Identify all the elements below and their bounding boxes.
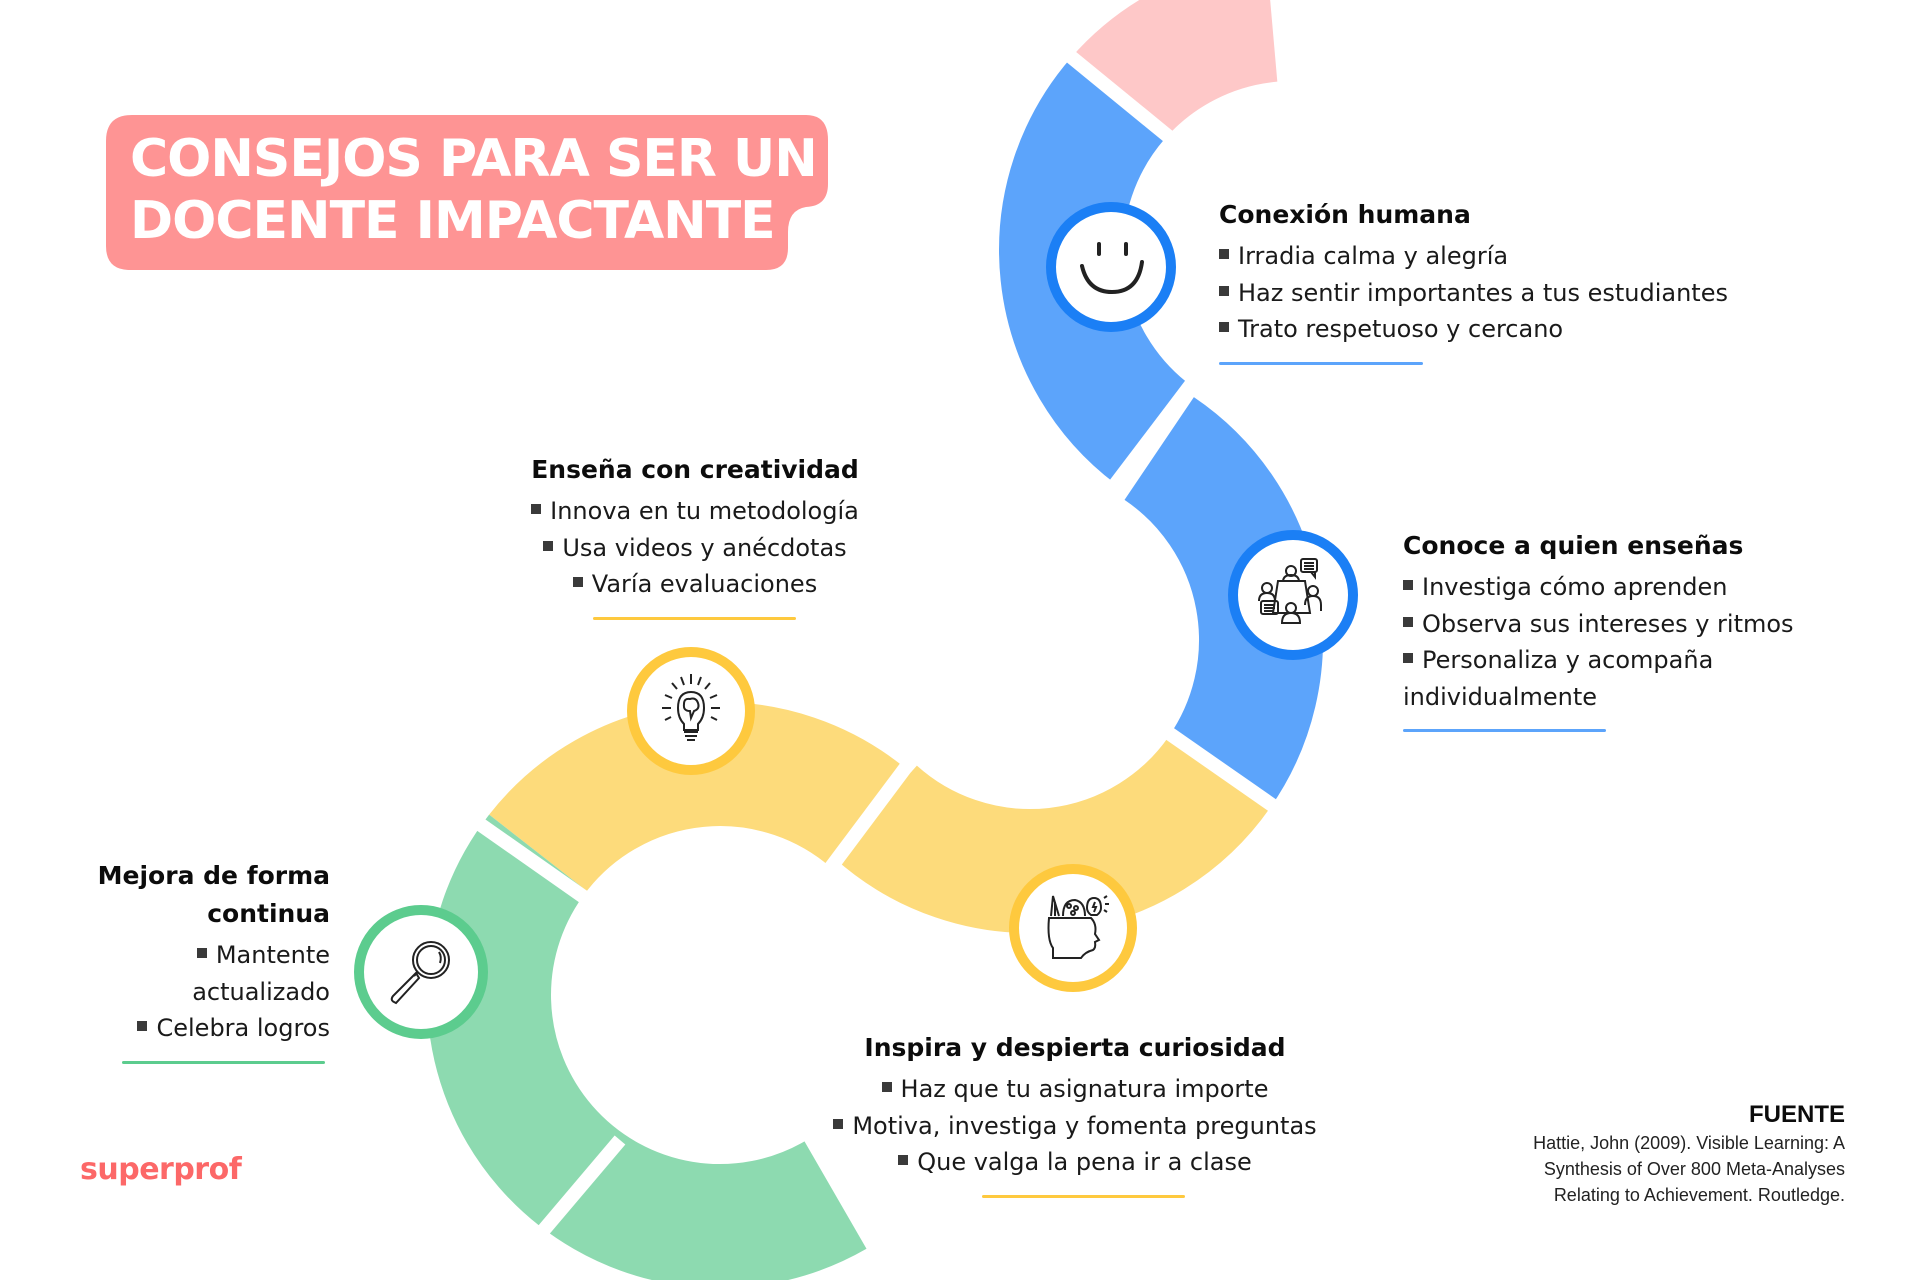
section-heading: Inspira y despierta curiosidad [864, 1033, 1286, 1062]
creatividad-icon-badge [627, 647, 755, 775]
bullet-square-icon [572, 577, 583, 587]
bullet-square-icon [1219, 285, 1229, 296]
list-item: Haz que tu asignatura importe [825, 1071, 1325, 1108]
list-item: Innova en tu metodología [495, 493, 895, 530]
inspira-icon-badge [1009, 864, 1137, 992]
bullet-square-icon [1219, 322, 1229, 332]
magnifying-glass-icon [390, 941, 450, 1005]
section-heading-line-2: continua [207, 899, 330, 928]
title-line-1: CONSEJOS PARA SER UN [130, 129, 818, 189]
path-segment-pink [1070, 0, 1279, 141]
section-heading: Enseña con creatividad [531, 455, 859, 484]
bullet-square-icon [543, 540, 554, 551]
list-item: Varía evaluaciones [495, 566, 895, 603]
bullet-square-icon [1403, 616, 1413, 627]
bullet-square-icon [137, 1021, 148, 1031]
lightbulb-brain-icon [662, 674, 720, 741]
superprof-logo: superprof [80, 1152, 242, 1187]
list-item: Motiva, investiga y fomenta preguntas [825, 1108, 1325, 1145]
section-underline [593, 616, 796, 620]
smiley-face-icon [1080, 242, 1144, 295]
source-line: Relating to Achievement. Routledge. [1553, 1185, 1845, 1205]
bullet-square-icon [898, 1155, 909, 1165]
section-heading: Conexión humana [1219, 200, 1471, 229]
section-heading-line-1: Mejora de forma [97, 861, 330, 890]
conexion-icon-badge [1046, 202, 1176, 332]
section-underline [1403, 729, 1606, 732]
source-citation: FUENTE Hattie, John (2009). Visible Lear… [1533, 1100, 1845, 1208]
bullet-square-icon [881, 1082, 892, 1092]
list-item: Usa videos y anécdotas [495, 530, 895, 567]
list-item: Personaliza y acompaña [1403, 642, 1794, 679]
source-line: Synthesis of Over 800 Meta-Analyses [1543, 1159, 1845, 1179]
bullet-square-icon [1219, 249, 1229, 259]
source-line: Hattie, John (2009). Visible Learning: A [1533, 1133, 1845, 1153]
title-background [106, 115, 828, 270]
section-heading: Conoce a quien enseñas [1403, 531, 1744, 560]
list-item: Irradia calma y alegría [1219, 238, 1728, 275]
section-mejora: Mejora de forma continua Mantente actual… [40, 857, 330, 1064]
bullet-square-icon [531, 504, 542, 514]
group-meeting-icon [1258, 558, 1322, 624]
conoce-icon-badge [1228, 530, 1358, 660]
section-underline [1219, 361, 1423, 365]
section-underline [122, 1060, 325, 1064]
bullet-square-icon [1403, 653, 1413, 663]
list-item: Que valga la pena ir a clase [825, 1144, 1325, 1181]
list-item: Celebra logros [40, 1010, 330, 1047]
list-item: Observa sus intereses y ritmos [1403, 606, 1794, 643]
list-item: Trato respetuoso y cercano [1219, 311, 1728, 348]
section-conexion-humana: Conexión humana Irradia calma y alegría … [1219, 196, 1728, 365]
mejora-icon-badge [354, 905, 488, 1039]
list-item-continuation: individualmente [1403, 682, 1598, 711]
section-underline [982, 1194, 1185, 1198]
path-gaps [469, 32, 1287, 1263]
section-conoce: Conoce a quien enseñas Investiga cómo ap… [1403, 527, 1794, 732]
path-segment-yellow-right [833, 735, 1270, 933]
path-segment-yellow-left [489, 702, 913, 893]
creative-head-icon [1047, 895, 1109, 959]
list-item: Mantente [40, 937, 330, 974]
section-inspira: Inspira y despierta curiosidad Haz que t… [825, 1029, 1325, 1198]
list-item: Investiga cómo aprenden [1403, 569, 1794, 606]
title-line-2: DOCENTE IMPACTANTE [130, 191, 776, 251]
source-title: FUENTE [1749, 1101, 1845, 1128]
bullet-square-icon [833, 1118, 844, 1129]
list-item: Haz sentir importantes a tus estudiantes [1219, 275, 1728, 312]
bullet-square-icon [1403, 580, 1413, 590]
bullet-square-icon [196, 948, 207, 958]
list-item-continuation: actualizado [192, 977, 330, 1006]
path-segment-green [427, 814, 867, 1280]
section-creatividad: Enseña con creatividad Innova en tu meto… [495, 451, 895, 620]
page-title: CONSEJOS PARA SER UN DOCENTE IMPACTANTE [130, 128, 818, 252]
